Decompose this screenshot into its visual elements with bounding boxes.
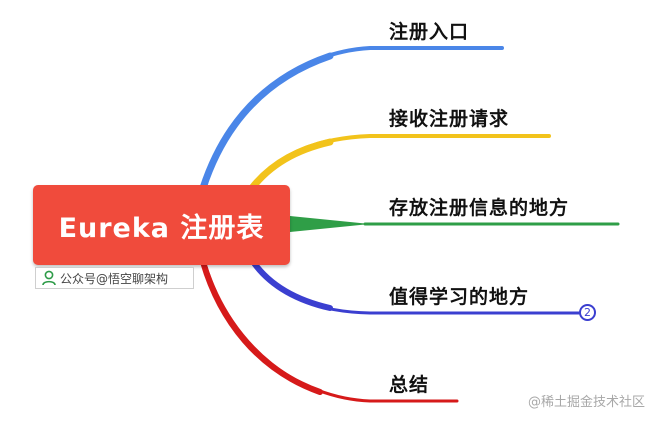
source-tag: 公众号@悟空聊架构 bbox=[35, 267, 194, 289]
connector-violet-taper bbox=[251, 260, 333, 311]
connector-red-taper bbox=[200, 259, 323, 395]
connector-green-wedge bbox=[290, 216, 370, 232]
branch-label-registration-entry[interactable]: 注册入口 bbox=[389, 21, 470, 43]
connector-blue-taper bbox=[199, 52, 334, 192]
branch-label-worth-learning[interactable]: 值得学习的地方 bbox=[389, 286, 530, 308]
source-tag-text: 公众号@悟空聊架构 bbox=[60, 271, 169, 286]
branch-label-storage[interactable]: 存放注册信息的地方 bbox=[389, 197, 570, 219]
root-label: Eureka 注册表 bbox=[58, 212, 265, 244]
user-icon bbox=[42, 270, 56, 286]
branch-label-receive-request[interactable]: 接收注册请求 bbox=[389, 108, 510, 130]
watermark: @稀土掘金技术社区 bbox=[527, 395, 645, 410]
collapsed-count-badge[interactable]: 2 bbox=[579, 304, 596, 321]
root-node[interactable]: Eureka 注册表 bbox=[33, 185, 290, 265]
connector-yellow-taper bbox=[248, 138, 334, 192]
branch-label-summary[interactable]: 总结 bbox=[389, 374, 430, 396]
connector-yellow bbox=[250, 134, 551, 189]
